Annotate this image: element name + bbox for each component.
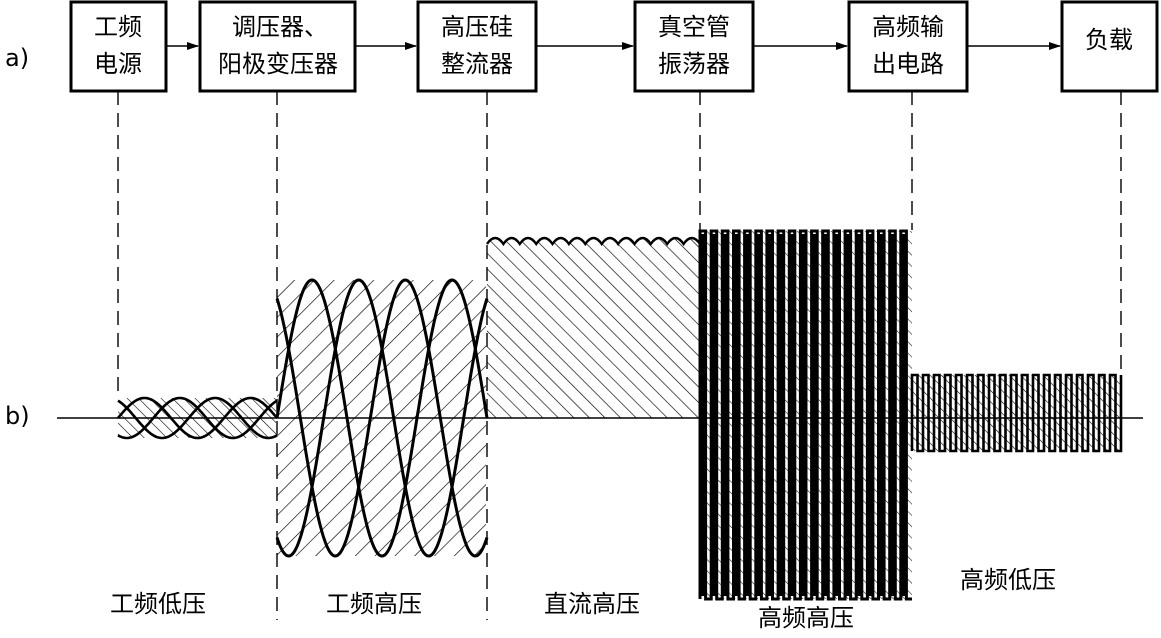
block-output: 高频输 出电路	[847, 0, 969, 93]
hfhv-pulse-17	[879, 234, 884, 596]
hfhv-pulse-7	[767, 234, 772, 596]
hfhv-pulse-2	[712, 234, 716, 596]
hfhv-pulse-18	[890, 234, 895, 596]
waveform-power-frequency-high-voltage	[275, 278, 489, 558]
hfhv-pulse-16	[868, 234, 873, 596]
block-power-line1: 工频	[94, 13, 142, 41]
block-oscillator: 真空管 振荡器	[633, 0, 755, 93]
hfhv-pulse-13	[834, 234, 839, 596]
hfhv-pulse-10	[801, 234, 806, 596]
hfhv-pulse-11	[812, 234, 817, 596]
row-label-b: b)	[5, 402, 30, 430]
hfhv-pulse-3	[723, 234, 727, 596]
block-rectifier-line1: 高压硅	[441, 13, 513, 41]
hflv-square-wave	[910, 373, 1123, 453]
waveform-high-frequency-low-voltage	[910, 373, 1123, 453]
waveform-high-frequency-high-voltage	[698, 229, 912, 601]
high-voltage-phase-1	[275, 278, 489, 558]
block-transformer-line2: 阳极变压器	[218, 50, 338, 78]
hfhv-pulse-14	[846, 234, 850, 596]
low-voltage-hatch	[118, 398, 276, 438]
hfhv-pulse-4	[734, 234, 739, 596]
block-rectifier: 高压硅 整流器	[416, 0, 538, 93]
segment-label-1: 工频低压	[110, 590, 206, 618]
block-output-line2: 出电路	[872, 50, 944, 78]
block-output-line1: 高频输	[872, 13, 944, 41]
block-rectifier-line2: 整流器	[441, 50, 513, 78]
block-transformer-line1: 调压器、	[232, 13, 328, 41]
low-voltage-phase-3	[117, 396, 278, 440]
hfhv-pulse-9	[790, 234, 794, 596]
block-oscillator-line1: 真空管	[658, 13, 730, 41]
segment-label-4: 高频高压	[758, 604, 854, 632]
segment-label-5: 高频低压	[960, 566, 1056, 594]
block-transformer: 调压器、 阳极变压器	[198, 0, 357, 93]
dc-ripple	[486, 236, 701, 247]
segment-label-2: 工频高压	[326, 590, 422, 618]
hfhv-pulse-6	[756, 234, 761, 596]
hfhv-pulse-19	[901, 234, 906, 596]
block-power: 工频 电源	[69, 0, 168, 93]
hfhv-pulse-12	[823, 234, 828, 596]
low-voltage-phase-1	[117, 396, 278, 440]
block-oscillator-line2: 振荡器	[658, 50, 730, 78]
high-voltage-hatch	[277, 280, 486, 556]
row-label-a: a)	[5, 44, 29, 72]
waveform-power-frequency-low-voltage	[117, 396, 278, 440]
dc-fill	[487, 238, 700, 418]
segment-label-3: 直流高压	[544, 590, 640, 618]
waveform-dc-high-voltage	[486, 236, 701, 418]
high-voltage-phase-3	[275, 278, 489, 558]
hfhv-pulse-1	[701, 234, 705, 596]
hfhv-square-wave	[698, 229, 912, 601]
hfhv-pulse-5	[745, 234, 750, 596]
block-load: 负载	[1060, 0, 1159, 93]
block-power-line2: 电源	[94, 50, 142, 78]
block-load-line1: 负载	[1085, 26, 1133, 54]
hfhv-pulse-15	[857, 234, 861, 596]
hfhv-pulse-8	[779, 234, 783, 596]
